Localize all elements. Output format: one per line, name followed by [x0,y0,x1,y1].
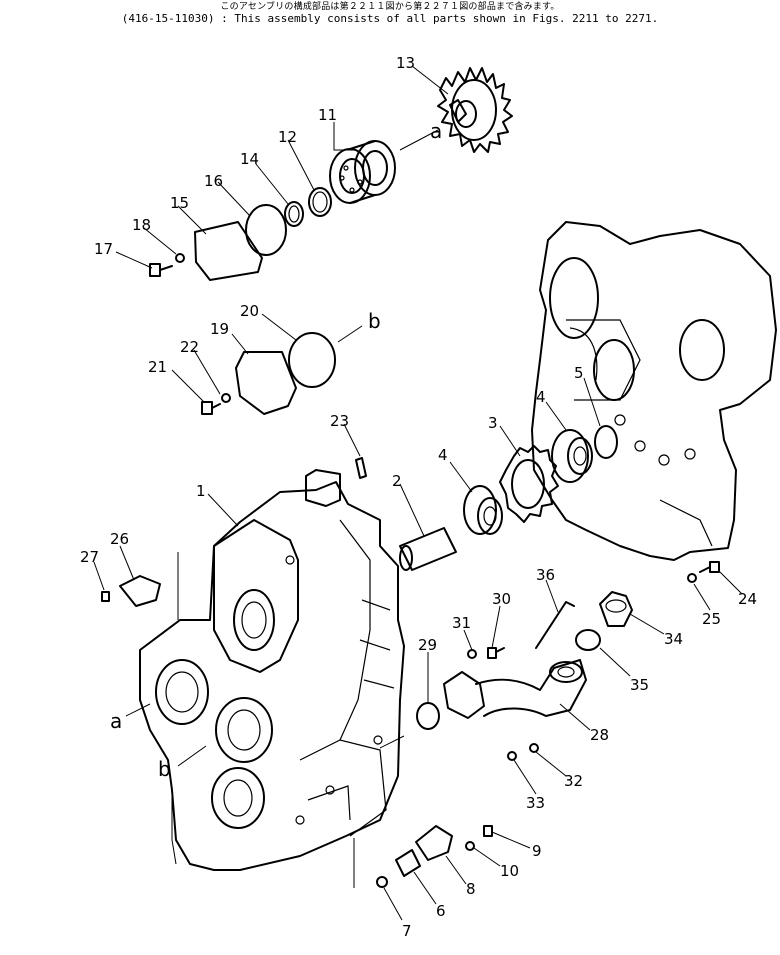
callout-1: 1 [196,482,206,500]
part-3-gear [499,445,559,523]
callout-28: 28 [590,726,609,744]
part-9-bolt [483,825,493,837]
part-12-snap-ring [308,187,332,217]
part-13-gear [437,67,513,153]
callout-2: 2 [392,472,402,490]
callout-36: 36 [536,566,555,584]
callout-26: 26 [110,530,129,548]
callout-13: 13 [396,54,415,72]
callout-8: 8 [466,880,476,898]
part-36-dipstick [535,601,575,649]
callout-17: 17 [94,240,113,258]
part-30-bolt [487,647,505,659]
part-14-snap-ring [284,201,304,227]
callout-7: 7 [402,922,412,940]
part-19-cover [235,351,297,415]
callout-3: 3 [488,414,498,432]
ref-b-left: b [158,757,171,781]
callout-27: 27 [80,548,99,566]
callouts: 13 11 12 14 16 15 18 17 20 19 22 21 23 1… [80,54,757,940]
part-10-washer [465,841,475,851]
right-housing [531,221,777,561]
part-17-bolt [149,263,173,277]
part-1-case [139,469,405,871]
part-5-snap-ring [594,425,618,459]
callout-16: 16 [204,172,223,190]
part-31-washer [467,649,477,659]
part-8-flange [415,825,453,861]
ref-a-left: a [110,709,122,733]
callout-25: 25 [702,610,721,628]
part-27-bolt [101,591,110,602]
callout-4b: 4 [536,388,546,406]
callout-11: 11 [318,106,337,124]
part-2-shaft [399,527,457,571]
callout-12: 12 [278,128,297,146]
callout-30: 30 [492,590,511,608]
callout-23: 23 [330,412,349,430]
part-24-bolt [699,561,720,573]
callout-18: 18 [132,216,151,234]
reference-letters: a b a b [110,119,442,781]
part-11-bearing [329,140,396,204]
part-33-washer [507,751,517,761]
part-16-o-ring [245,204,287,256]
callout-32: 32 [564,772,583,790]
part-32-nut [529,743,539,753]
callout-33: 33 [526,794,545,812]
callout-22: 22 [180,338,199,356]
caption-japanese: このアセンブリの構成部品は第２２１１図から第２２７１図の部品まで含みます。 [220,2,560,12]
callout-15: 15 [170,194,189,212]
part-22-washer [221,393,231,403]
part-29-o-ring [416,702,440,730]
part-21-bolt [201,401,221,415]
ref-b-top: b [368,309,381,333]
part-4-bearing-left [463,485,503,535]
callout-5: 5 [574,364,584,382]
part-35-ring [575,629,601,651]
part-23-pin [355,457,367,479]
callout-21: 21 [148,358,167,376]
figure-caption: このアセンブリの構成部品は第２２１１図から第２２７１図の部品まで含みます。 (4… [0,0,780,25]
part-15-cover [194,221,263,281]
part-28-elbow-pipe [443,659,587,719]
part-25-washer [687,573,697,583]
callout-34: 34 [664,630,683,648]
callout-9: 9 [532,842,542,860]
callout-4a: 4 [438,446,448,464]
part-4-bearing-right [551,429,593,483]
part-7-o-ring [376,876,388,888]
callout-10: 10 [500,862,519,880]
leader-lines [93,65,743,921]
callout-14: 14 [240,150,259,168]
part-26-cover [119,575,161,607]
part-18-washer [175,253,185,263]
callout-6: 6 [436,902,446,920]
callout-20: 20 [240,302,259,320]
callout-24: 24 [738,590,757,608]
callout-31: 31 [452,614,471,632]
ref-a-top: a [430,119,442,143]
part-20-o-ring [288,332,336,388]
caption-english: (416-15-11030) : This assembly consists … [121,12,659,25]
part-34-filler-cap [599,591,633,627]
callout-19: 19 [210,320,229,338]
part-6-plug [395,849,421,877]
callout-29: 29 [418,636,437,654]
callout-35: 35 [630,676,649,694]
